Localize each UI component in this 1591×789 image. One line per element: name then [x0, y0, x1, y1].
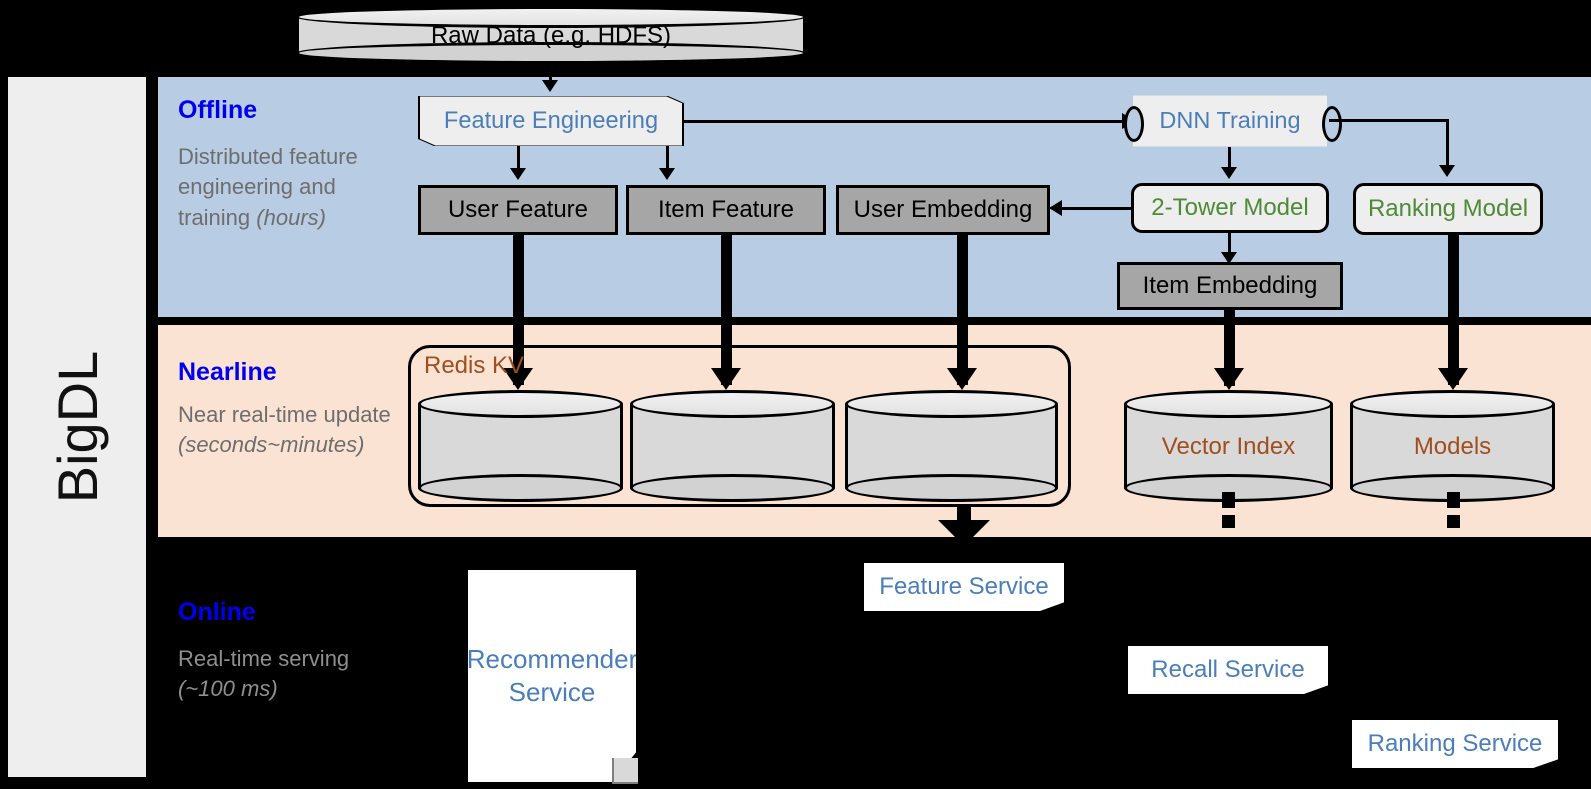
recall-service-node[interactable]: Recall Service — [1128, 646, 1328, 694]
online-description-text: Real-time serving — [178, 646, 350, 671]
cylinder-top — [1350, 390, 1555, 418]
arrowhead-2tower-to-item-embedding — [1221, 252, 1237, 264]
dnn-right-notch — [1322, 106, 1342, 142]
connector-fe-to-user-feature — [517, 146, 520, 170]
arrowhead-fe-to-item-feature — [659, 168, 675, 180]
cylinder-bottom — [845, 474, 1058, 502]
raw-data-label: Raw Data (e.g. HDFS) — [430, 22, 672, 49]
online-description-italic: (~100 ms) — [178, 676, 278, 702]
arrowhead-redis-to-feature-service — [938, 520, 990, 546]
pipe-user-embedding-to-store — [957, 233, 968, 385]
dnn-training-node[interactable]: DNN Training — [1132, 95, 1328, 147]
dash-models-1 — [1447, 492, 1460, 508]
arrowhead-fe-to-user-feature — [510, 168, 526, 180]
cylinder-top — [296, 6, 806, 28]
connector-dnn-to-ranking-v — [1446, 119, 1449, 167]
redis-store-3[interactable] — [845, 390, 1058, 502]
raw-data-store: Raw Data (e.g. HDFS) — [296, 6, 806, 64]
cylinder-top — [1124, 390, 1333, 418]
arrowhead-item-feature-to-store — [711, 368, 741, 390]
cylinder-top — [845, 390, 1058, 418]
feature-service-node[interactable]: Feature Service — [864, 563, 1064, 611]
online-title: Online — [178, 598, 256, 626]
arrowhead-rawdata-to-fe — [542, 80, 558, 92]
user-feature-node[interactable]: User Feature — [418, 185, 618, 235]
cylinder-bottom — [418, 474, 623, 502]
recommender-service-fold — [612, 758, 638, 784]
arrowhead-dnn-to-ranking — [1439, 165, 1455, 177]
offline-title: Offline — [178, 96, 258, 124]
bigdl-framework-rail: BigDL — [8, 77, 146, 777]
connector-fe-to-dnn — [684, 120, 1124, 123]
ranking-model-node[interactable]: Ranking Model — [1353, 183, 1543, 235]
online-description: Real-time serving (~100 ms) — [178, 644, 393, 705]
item-embedding-node[interactable]: Item Embedding — [1117, 262, 1343, 310]
nearline-description: Near real-time update (seconds~minutes) — [178, 400, 413, 461]
offline-description-italic: (hours) — [256, 204, 326, 230]
dnn-left-notch — [1124, 106, 1144, 142]
cylinder-bottom — [630, 474, 835, 502]
connector-dnn-to-ranking-h — [1329, 119, 1449, 122]
cylinder-top — [418, 390, 623, 418]
arrowhead-dnn-to-2tower — [1221, 167, 1237, 179]
redis-store-2-label — [630, 434, 835, 460]
feature-engineering-node[interactable]: Feature Engineering — [419, 96, 683, 146]
ranking-service-node[interactable]: Ranking Service — [1352, 720, 1558, 768]
dash-vector-index-2 — [1222, 515, 1235, 528]
redis-store-2[interactable] — [630, 390, 835, 502]
connector-rawdata-to-fe — [549, 64, 552, 84]
dash-vector-index-1 — [1222, 492, 1235, 508]
pipe-item-embedding-to-vector-index — [1224, 308, 1235, 386]
pipe-ranking-model-to-models — [1448, 233, 1459, 385]
models-store[interactable]: Models — [1350, 390, 1555, 502]
user-embedding-node[interactable]: User Embedding — [836, 185, 1050, 235]
nearline-description-italic: (seconds~minutes) — [178, 432, 365, 458]
redis-kv-container — [408, 345, 1071, 507]
connector-fe-to-item-feature — [666, 146, 669, 170]
recommender-service-node[interactable]: Recommender Service — [468, 570, 636, 782]
two-tower-model-node[interactable]: 2-Tower Model — [1131, 183, 1329, 233]
redis-store-1-label — [418, 434, 623, 460]
vector-index-label: Vector Index — [1161, 433, 1296, 460]
nearline-title: Nearline — [178, 358, 277, 386]
redis-store-3-label — [845, 434, 1058, 460]
offline-description-text: Distributed feature engineering and trai… — [178, 144, 358, 230]
dnn-training-outline — [0, 0, 198, 52]
cylinder-top — [630, 390, 835, 418]
arrowhead-ranking-model-to-models — [1438, 368, 1468, 390]
dash-models-2 — [1447, 515, 1460, 528]
connector-dnn-to-2tower — [1228, 147, 1231, 169]
arrowhead-item-embedding-to-vector-index — [1214, 368, 1244, 390]
connector-2tower-to-item-embedding — [1228, 233, 1231, 255]
dash-redis-to-feature-service — [957, 507, 971, 521]
pipe-user-feature-to-store — [513, 233, 524, 385]
arrowhead-user-embedding-to-store — [947, 368, 977, 390]
models-label: Models — [1413, 433, 1492, 460]
redis-store-1[interactable] — [418, 390, 623, 502]
arrowhead-2tower-to-user-embedding — [1049, 200, 1062, 216]
redis-kv-label: Redis KV — [424, 352, 525, 379]
item-feature-node[interactable]: Item Feature — [626, 185, 826, 235]
cylinder-bottom — [296, 42, 806, 64]
pipe-item-feature-to-store — [721, 233, 732, 385]
arrowhead-user-feature-to-store — [503, 368, 533, 390]
connector-2tower-to-user-embedding — [1062, 207, 1132, 210]
nearline-description-text: Near real-time update — [178, 402, 391, 427]
offline-description: Distributed feature engineering and trai… — [178, 142, 393, 233]
vector-index-store[interactable]: Vector Index — [1124, 390, 1333, 502]
